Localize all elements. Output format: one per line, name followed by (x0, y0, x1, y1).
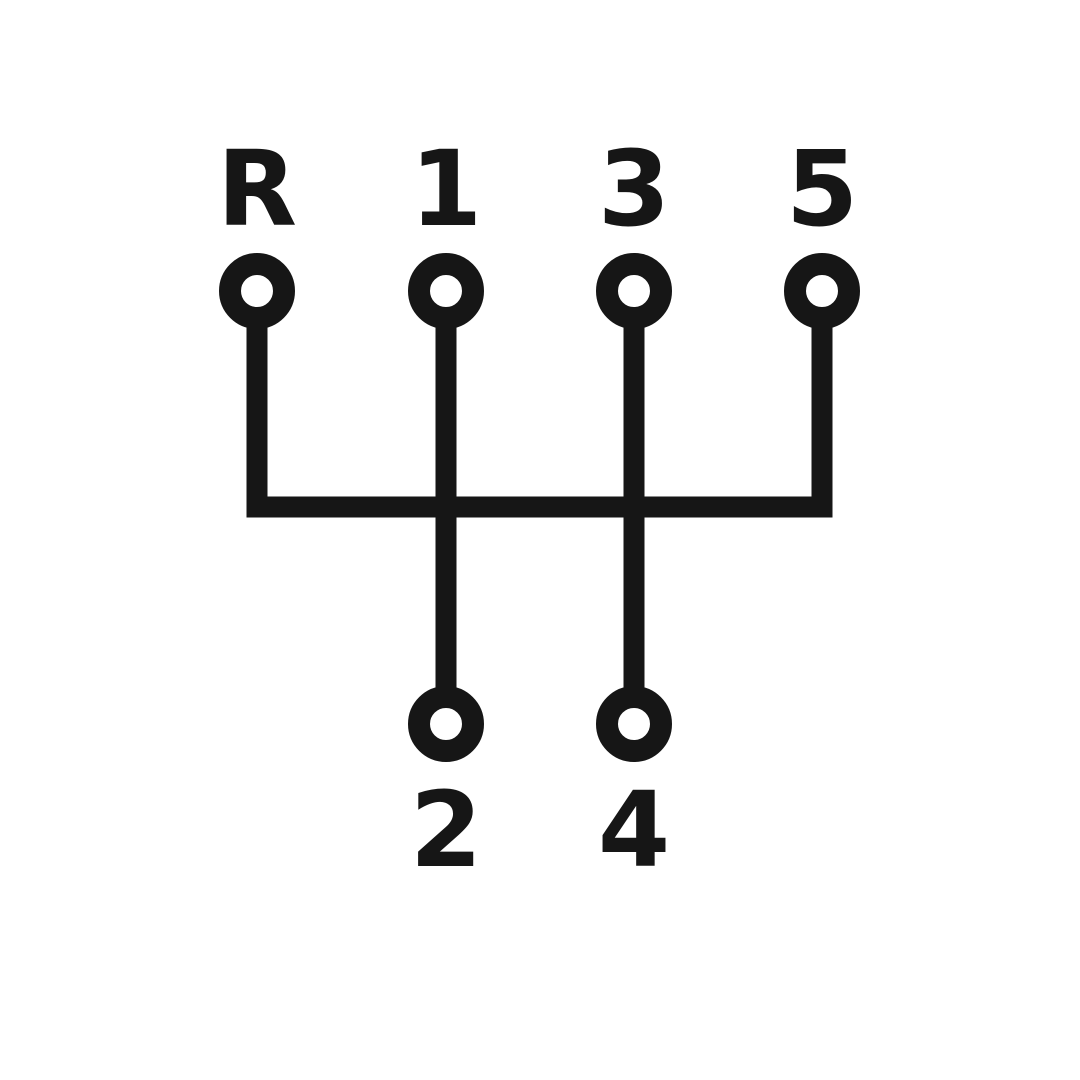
node-third (596, 253, 672, 329)
label-fourth: 4 (598, 769, 670, 891)
label-fifth: 5 (786, 128, 858, 250)
shift-gate (246, 322, 833, 692)
node-fifth (784, 253, 860, 329)
label-third: 3 (598, 128, 670, 250)
gear-nodes (219, 253, 860, 762)
node-first (408, 253, 484, 329)
gear-labels: R 1 3 5 2 4 (217, 128, 858, 891)
node-fourth (596, 686, 672, 762)
label-second: 2 (410, 769, 482, 891)
node-reverse (219, 253, 295, 329)
neutral-crossbar-path (246, 322, 833, 518)
label-first: 1 (410, 128, 482, 250)
label-reverse: R (217, 128, 297, 250)
node-second (408, 686, 484, 762)
